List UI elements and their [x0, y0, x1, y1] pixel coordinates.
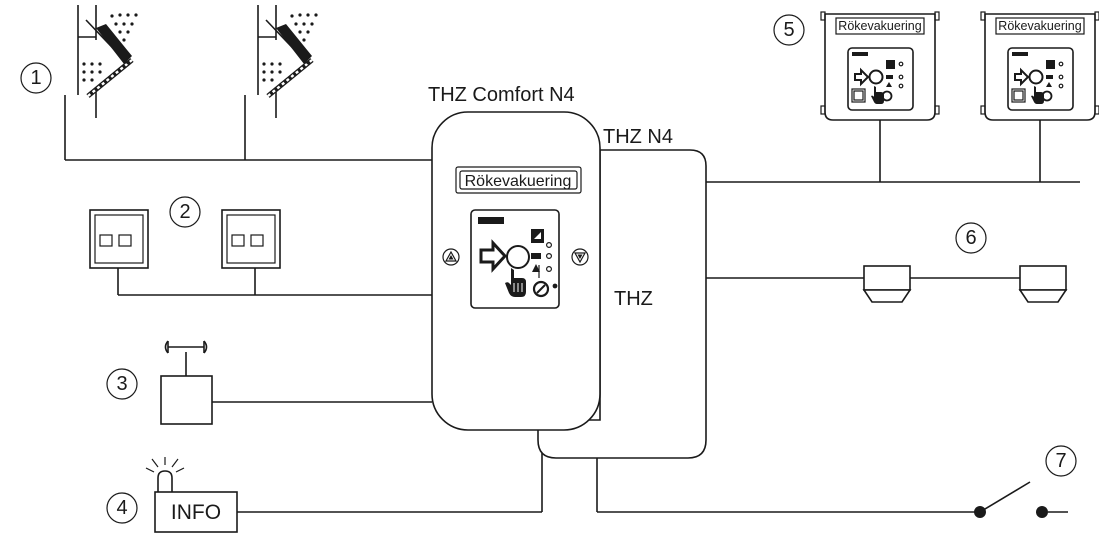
callout-1-text: 1	[30, 67, 41, 89]
thz-n4-title: THZ N4	[603, 126, 673, 148]
callout-3: 3	[106, 368, 138, 400]
window-status-icon	[531, 229, 552, 249]
thz-comfort-n4-enclosure: THZ Comfort N4 Rökevakuering	[428, 84, 601, 431]
down-indicator-icon	[571, 248, 589, 266]
thz-label: THZ	[614, 288, 653, 310]
arrow-icon	[479, 239, 508, 273]
smoke-detector-1	[862, 265, 912, 303]
callout-5: 5	[773, 14, 805, 46]
info-label: INFO	[171, 501, 221, 524]
smoke-vent-window-1	[77, 5, 138, 118]
callout-2: 2	[169, 196, 201, 228]
smoke-vent-window-2	[257, 5, 318, 118]
callout-7-text: 7	[1055, 450, 1066, 472]
reset-switch	[974, 481, 1048, 518]
thz-comfort-title: THZ Comfort N4	[428, 84, 575, 106]
fault-status-icon	[532, 280, 558, 298]
wall-switch-2	[221, 209, 281, 269]
remote-panel-2: Rökevakuering	[980, 11, 1099, 121]
callout-4-text: 4	[116, 497, 127, 519]
callout-3-text: 3	[116, 373, 127, 395]
remote-panel-1-label: Rökevakuering	[838, 19, 921, 33]
alarm-status-icon	[531, 253, 552, 273]
wiring	[64, 95, 1080, 513]
info-indicator: INFO	[145, 457, 238, 533]
callout-6: 6	[955, 222, 987, 254]
wall-switch-1	[89, 209, 149, 269]
callout-4: 4	[106, 492, 138, 524]
panel-label: Rökevakuering	[465, 173, 572, 190]
callout-7: 7	[1045, 445, 1077, 477]
callout-5-text: 5	[783, 19, 794, 41]
control-panel	[470, 209, 560, 309]
remote-panel-2-label: Rökevakuering	[998, 19, 1081, 33]
callout-1: 1	[20, 62, 52, 94]
press-hand-icon	[505, 268, 526, 297]
weather-sensor	[160, 340, 213, 425]
remote-panel-1: Rökevakuering	[820, 11, 940, 121]
thz-n4-enclosure: THZ N4 THZ	[537, 126, 707, 459]
smoke-detector-2	[1018, 265, 1068, 303]
callout-6-text: 6	[965, 227, 976, 249]
callout-2-text: 2	[179, 201, 190, 223]
up-indicator-icon	[442, 248, 460, 266]
